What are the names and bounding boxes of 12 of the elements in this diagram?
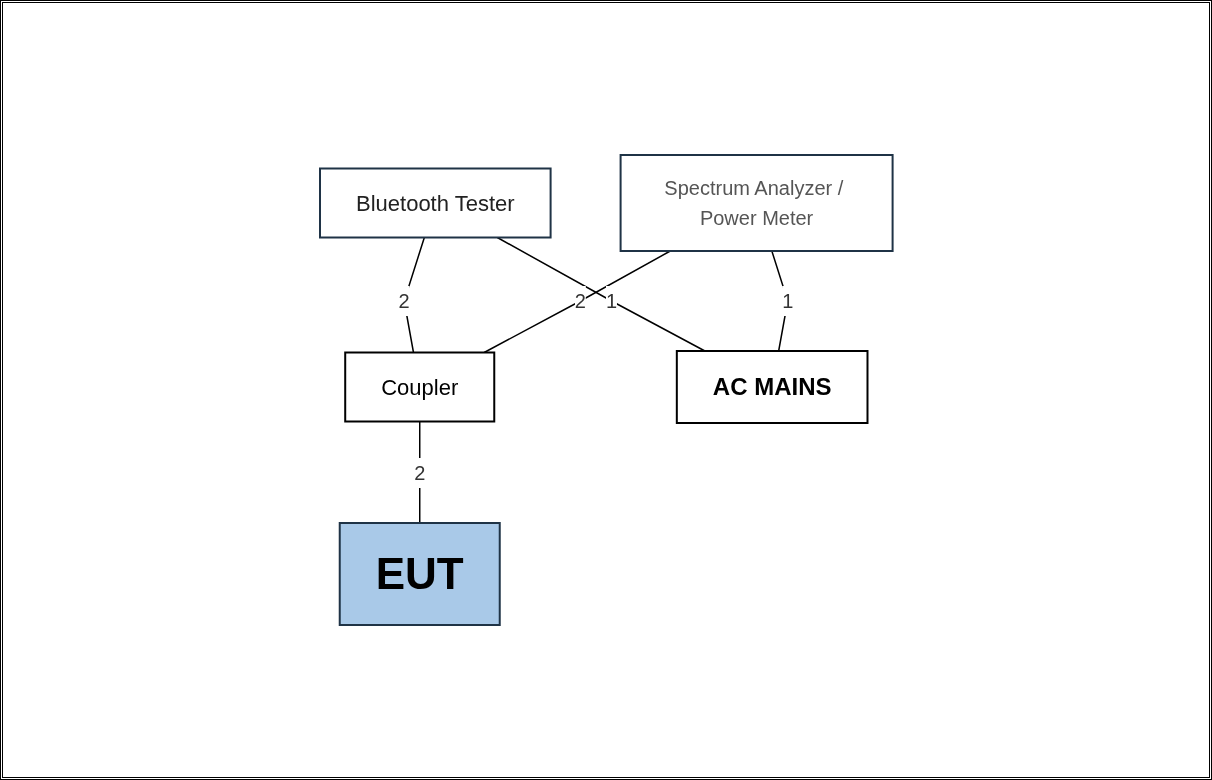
connector — [496, 236, 706, 352]
node-box: EUT — [338, 522, 501, 626]
node-box: Coupler — [343, 351, 495, 423]
node-box: Bluetooth Tester — [318, 167, 552, 239]
node-box: AC MAINS — [675, 350, 869, 424]
connector — [483, 250, 671, 354]
node-box: Spectrum Analyzer / Power Meter — [619, 154, 894, 252]
edge-label: 2 — [574, 290, 586, 312]
edge-label: 2 — [398, 290, 410, 312]
edge-label: 2 — [413, 462, 425, 484]
edge-label: 1 — [781, 290, 793, 312]
edge-label: 1 — [605, 290, 617, 312]
